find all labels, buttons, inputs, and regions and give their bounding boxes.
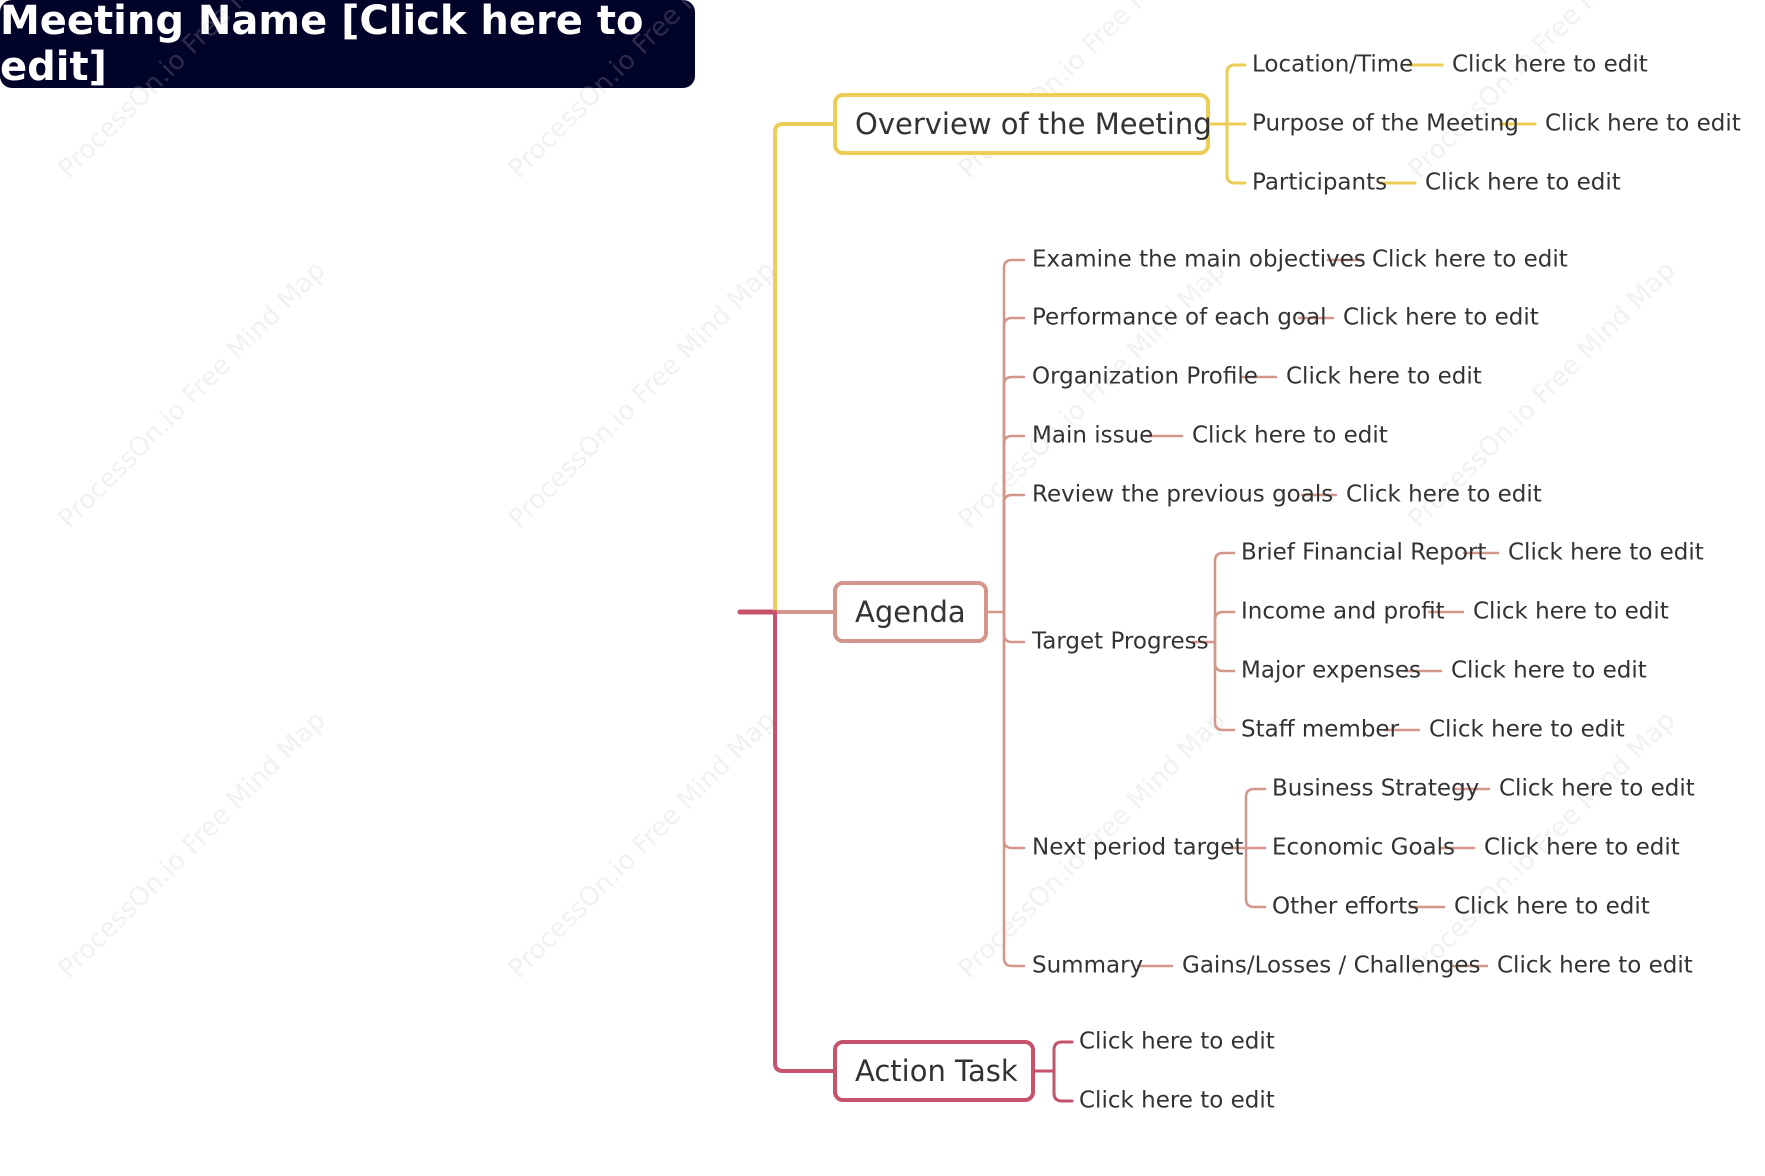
- agenda-item-organization-profile-value[interactable]: Click here to edit: [1286, 363, 1482, 390]
- action-task-bracket-branch: [1052, 1040, 1074, 1073]
- target-progress-bracket-branch: [1213, 551, 1236, 644]
- target-progress-major-expenses[interactable]: Major expenses: [1241, 657, 1421, 684]
- agenda-item-main-issue[interactable]: Main issue: [1032, 422, 1154, 449]
- action-task-item[interactable]: Click here to edit: [1079, 1028, 1275, 1055]
- next-period-economic-goals[interactable]: Economic Goals: [1272, 834, 1456, 861]
- agenda-item-organization-profile[interactable]: Organization Profile: [1032, 363, 1258, 390]
- next-period-other-efforts[interactable]: Other efforts: [1272, 893, 1420, 920]
- overview-item-purpose[interactable]: Purpose of the Meeting: [1252, 110, 1519, 137]
- next-period-business-strategy[interactable]: Business Strategy: [1272, 775, 1480, 802]
- root-overview-link: [773, 122, 835, 614]
- agenda-bracket-branch: [1002, 610, 1026, 644]
- overview-item-location-time-value[interactable]: Click here to edit: [1452, 51, 1648, 78]
- agenda-item-next-period-target[interactable]: Next period target: [1032, 834, 1244, 861]
- topic-action-task[interactable]: Action Task: [833, 1040, 1035, 1102]
- target-progress-financial-report-value[interactable]: Click here to edit: [1508, 539, 1704, 566]
- target-progress-major-expenses-value[interactable]: Click here to edit: [1451, 657, 1647, 684]
- agenda-bracket-branch: [1002, 258, 1026, 614]
- topic-agenda[interactable]: Agenda: [833, 581, 988, 643]
- next-period-bracket-branch: [1244, 787, 1267, 850]
- target-progress-bracket-branch: [1213, 640, 1236, 732]
- target-progress-income-profit-value[interactable]: Click here to edit: [1473, 598, 1669, 625]
- agenda-item-target-progress[interactable]: Target Progress: [1032, 628, 1209, 655]
- overview-item-participants[interactable]: Participants: [1252, 169, 1388, 196]
- target-progress-bracket-branch: [1213, 640, 1236, 673]
- action-task-item[interactable]: Click here to edit: [1079, 1087, 1275, 1114]
- action-task-bracket-branch: [1052, 1069, 1074, 1103]
- agenda-item-performance[interactable]: Performance of each goal: [1032, 304, 1327, 331]
- agenda-item-summary[interactable]: Summary: [1032, 952, 1144, 979]
- next-period-business-strategy-value[interactable]: Click here to edit: [1499, 775, 1695, 802]
- topic-overview[interactable]: Overview of the Meeting: [833, 93, 1212, 155]
- summary-gains-losses[interactable]: Gains/Losses / Challenges: [1182, 952, 1481, 979]
- agenda-bracket-branch: [1002, 375, 1026, 614]
- target-progress-financial-report[interactable]: Brief Financial Report: [1241, 539, 1487, 566]
- agenda-item-main-issue-value[interactable]: Click here to edit: [1192, 422, 1388, 449]
- overview-item-location-time[interactable]: Location/Time: [1252, 51, 1414, 78]
- agenda-item-performance-value[interactable]: Click here to edit: [1343, 304, 1539, 331]
- agenda-bracket-branch: [1002, 610, 1026, 850]
- agenda-bracket-branch: [1002, 610, 1026, 968]
- summary-gains-losses-value[interactable]: Click here to edit: [1497, 952, 1693, 979]
- root-action-link: [773, 610, 835, 1073]
- overview-bracket-branch: [1225, 63, 1247, 126]
- target-progress-staff-member[interactable]: Staff member: [1241, 716, 1400, 743]
- overview-item-purpose-value[interactable]: Click here to edit: [1545, 110, 1741, 137]
- agenda-item-review-goals-value[interactable]: Click here to edit: [1346, 481, 1542, 508]
- agenda-bracket-branch: [1002, 434, 1026, 614]
- root-topic[interactable]: Meeting Name [Click here to edit]: [0, 0, 695, 90]
- overview-item-participants-value[interactable]: Click here to edit: [1425, 169, 1621, 196]
- next-period-economic-goals-value[interactable]: Click here to edit: [1484, 834, 1680, 861]
- target-progress-staff-member-value[interactable]: Click here to edit: [1429, 716, 1625, 743]
- next-period-other-efforts-value[interactable]: Click here to edit: [1454, 893, 1650, 920]
- target-progress-income-profit[interactable]: Income and profit: [1241, 598, 1445, 625]
- agenda-bracket-branch: [1002, 316, 1026, 614]
- agenda-item-examine-objectives[interactable]: Examine the main objectives: [1032, 246, 1366, 273]
- agenda-item-examine-objectives-value[interactable]: Click here to edit: [1372, 246, 1568, 273]
- next-period-bracket-branch: [1244, 846, 1267, 909]
- target-progress-bracket-branch: [1213, 610, 1236, 644]
- agenda-item-review-goals[interactable]: Review the previous goals: [1032, 481, 1334, 508]
- overview-bracket-branch: [1225, 122, 1247, 185]
- agenda-bracket-branch: [1002, 493, 1026, 614]
